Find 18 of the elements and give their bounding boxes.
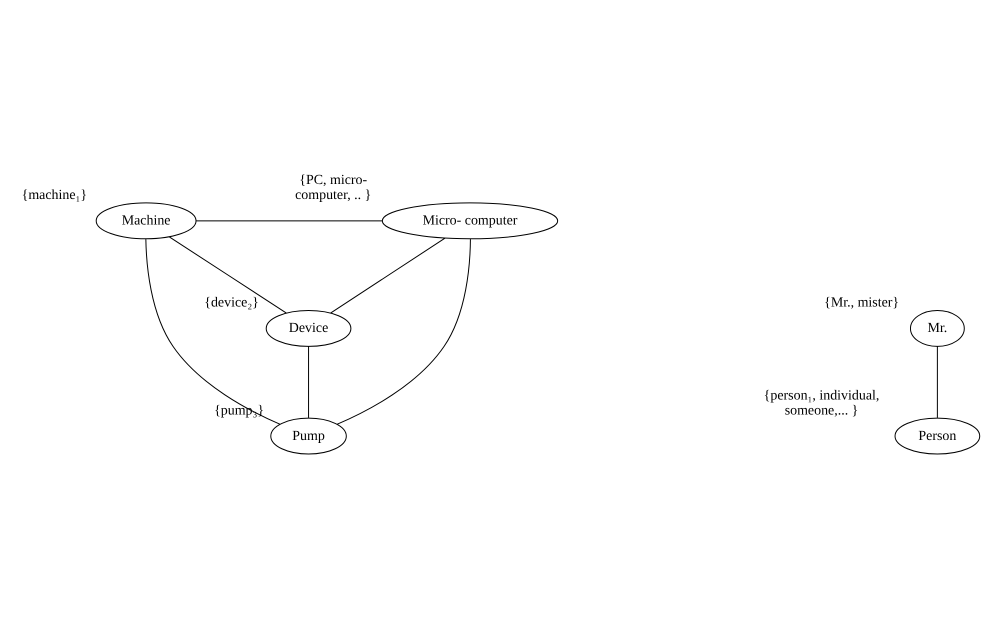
node-label: {device₂}	[204, 295, 259, 310]
connector	[168, 236, 287, 314]
connector	[308, 345, 310, 418]
node-ellipse: Device	[266, 310, 352, 346]
connector	[330, 237, 446, 314]
connector	[936, 345, 938, 418]
node-label: {Mr., mister}	[824, 295, 900, 310]
connector	[196, 220, 384, 221]
node-ellipse: Machine	[96, 202, 197, 239]
node-ellipse: Mr.	[910, 310, 965, 346]
node-ellipse: Person	[894, 417, 980, 454]
node-ellipse: Pump	[270, 417, 347, 454]
node-label: {machine₁}	[22, 188, 88, 203]
node-label: {PC, micro- computer, .. }	[295, 172, 372, 203]
node-label: {person₁, individual, someone,... }	[764, 388, 880, 418]
connector	[145, 238, 281, 424]
node-ellipse: Micro- computer	[382, 202, 558, 239]
connector	[336, 238, 471, 424]
